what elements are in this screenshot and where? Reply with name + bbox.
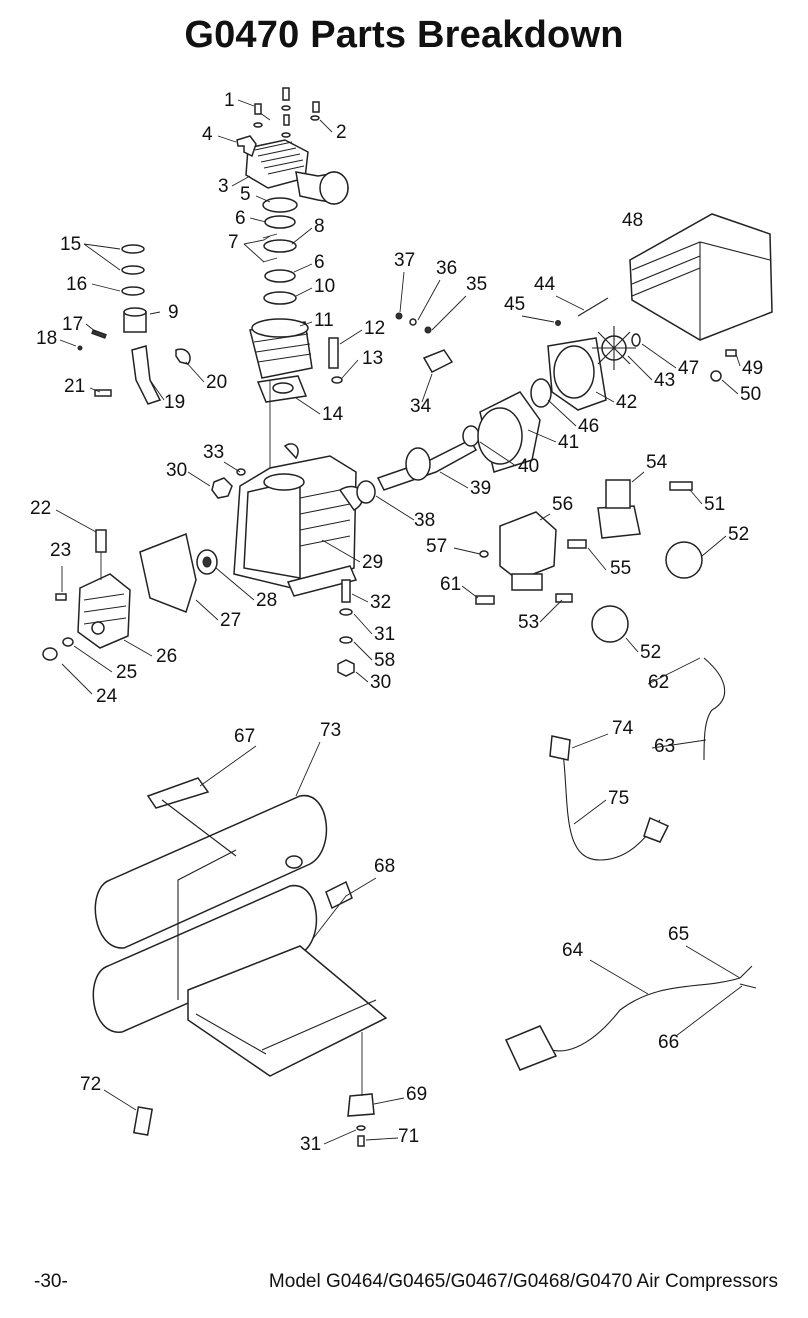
callout-75: 75 [608, 788, 629, 809]
callout-62: 62 [648, 672, 669, 693]
callout-26: 26 [156, 646, 177, 667]
callout-3: 3 [218, 176, 229, 197]
callout-7: 7 [228, 232, 239, 253]
callout-54: 54 [646, 452, 668, 473]
callout-44: 44 [534, 274, 556, 295]
callout-21: 21 [64, 376, 85, 397]
callout-57: 57 [426, 536, 447, 557]
callout-67: 67 [234, 726, 255, 747]
callout-65: 65 [668, 924, 689, 945]
callout-11: 11 [314, 310, 334, 331]
accessory-parts [132, 735, 757, 1136]
callout-48: 48 [622, 210, 643, 231]
callout-27: 27 [220, 610, 241, 631]
callout-52a: 52 [728, 524, 749, 545]
callout-36: 36 [436, 258, 457, 279]
regulator-assembly [475, 479, 726, 761]
callout-16: 16 [66, 274, 87, 295]
callout-31a: 31 [374, 624, 395, 645]
callout-51: 51 [704, 494, 725, 515]
callout-19: 19 [164, 392, 185, 413]
callout-46: 46 [578, 416, 599, 437]
callout-4: 4 [202, 124, 213, 145]
callout-10: 10 [314, 276, 335, 297]
callout-42: 42 [616, 392, 637, 413]
callout-74: 74 [612, 718, 634, 739]
callout-15: 15 [60, 234, 81, 255]
callout-53: 53 [518, 612, 539, 633]
callout-9: 9 [168, 302, 179, 323]
callout-29: 29 [362, 552, 383, 573]
callout-24: 24 [96, 686, 118, 707]
callout-8: 8 [314, 216, 325, 237]
callout-12: 12 [364, 318, 385, 339]
callout-5: 5 [240, 184, 251, 205]
callout-50: 50 [740, 384, 761, 405]
leader-lines [55, 99, 743, 1145]
motor-assembly [356, 297, 641, 504]
callout-56: 56 [552, 494, 573, 515]
callout-22: 22 [30, 498, 51, 519]
model-footer: Model G0464/G0465/G0467/G0468/G0470 Air … [268, 1271, 778, 1292]
callout-30b: 30 [370, 672, 391, 693]
page-title: G0470 Parts Breakdown [184, 14, 624, 56]
callout-13: 13 [362, 348, 383, 369]
callout-28: 28 [256, 590, 277, 611]
callout-23: 23 [50, 540, 71, 561]
callout-41: 41 [558, 432, 579, 453]
callout-61: 61 [440, 574, 461, 595]
callout-58: 58 [374, 650, 395, 671]
callout-47: 47 [678, 358, 699, 379]
callout-55: 55 [610, 558, 631, 579]
callout-34: 34 [410, 396, 432, 417]
piston-assembly [77, 244, 191, 405]
callout-73: 73 [320, 720, 341, 741]
cylinder-head-assembly [236, 87, 349, 403]
callout-6: 6 [235, 208, 246, 229]
callout-45: 45 [504, 294, 525, 315]
callout-labels: 1 2 3 4 5 6 7 8 6 10 9 11 12 13 14 15 16… [30, 90, 763, 1155]
callout-49: 49 [742, 358, 763, 379]
callout-17: 17 [62, 314, 83, 335]
callout-33: 33 [203, 442, 224, 463]
callout-37: 37 [394, 250, 415, 271]
tank-assembly [92, 777, 388, 1147]
callout-18: 18 [36, 328, 57, 349]
motor-shroud [629, 213, 773, 382]
callout-25: 25 [116, 662, 137, 683]
callout-32: 32 [370, 592, 391, 613]
callout-38: 38 [414, 510, 435, 531]
callout-20: 20 [206, 372, 227, 393]
callout-69: 69 [406, 1084, 427, 1105]
callout-66: 66 [658, 1032, 679, 1053]
callout-43: 43 [654, 370, 675, 391]
page-number: -30- [34, 1271, 68, 1292]
callout-64: 64 [562, 940, 584, 961]
callout-30a: 30 [166, 460, 187, 481]
callout-1: 1 [224, 90, 235, 111]
callout-39: 39 [470, 478, 491, 499]
callout-31b: 31 [300, 1134, 321, 1155]
callout-68: 68 [374, 856, 395, 877]
callout-14: 14 [322, 404, 344, 425]
callout-72: 72 [80, 1074, 101, 1095]
callout-52b: 52 [640, 642, 661, 663]
callout-6b: 6 [314, 252, 325, 273]
crankcase-assembly [42, 380, 364, 677]
callout-2: 2 [336, 122, 347, 143]
callout-35: 35 [466, 274, 487, 295]
callout-40: 40 [518, 456, 539, 477]
callout-71: 71 [398, 1126, 419, 1147]
